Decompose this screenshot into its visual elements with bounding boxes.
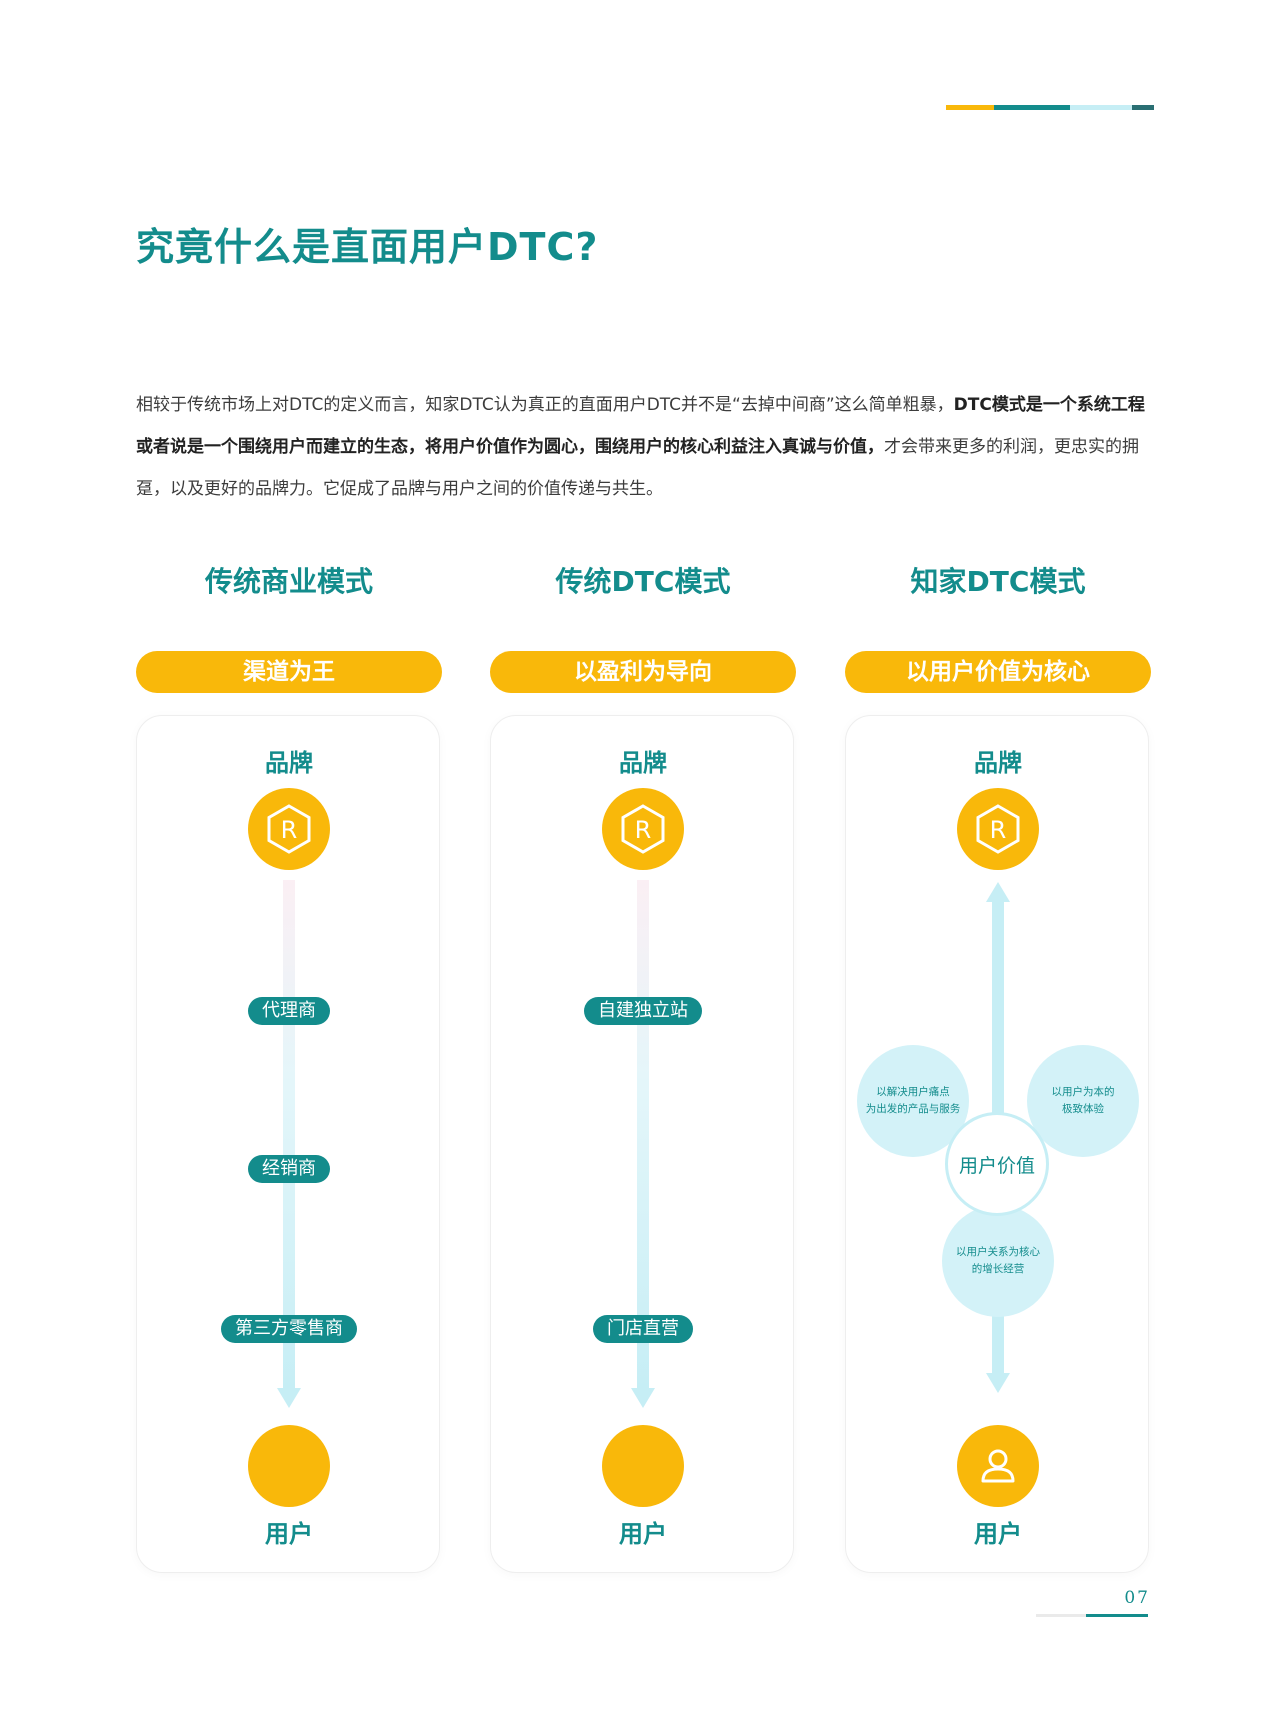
flow-step-tag: 自建独立站 xyxy=(584,997,702,1025)
flow-step-tag: 经销商 xyxy=(248,1155,330,1183)
page-number: 07 xyxy=(1124,1588,1150,1608)
column-pill: 渠道为王 xyxy=(136,651,442,693)
brand-label: 品牌 xyxy=(974,749,1022,777)
arrow-down-icon xyxy=(631,1388,655,1408)
flow-line-down xyxy=(992,1305,1004,1375)
brand-circle: R xyxy=(248,788,330,870)
intro-paragraph: 相较于传统市场上对DTC的定义而言，知家DTC认为真正的直面用户DTC并不是“去… xyxy=(136,384,1148,510)
flow-step-tag: 第三方零售商 xyxy=(221,1315,357,1343)
user-label: 用户 xyxy=(619,1520,667,1548)
column-title: 传统DTC模式 xyxy=(555,565,731,598)
user-circle xyxy=(602,1425,684,1507)
column-zhijia-dtc: 知家DTC模式 以用户价值为核心 品牌 R 以解决用户痛点 为出发的产品与服务 … xyxy=(845,550,1151,1575)
value-bubble-relationship: 以用户关系为核心 的增长经营 xyxy=(942,1205,1054,1317)
column-title: 知家DTC模式 xyxy=(910,565,1086,598)
brand-circle: R xyxy=(602,788,684,870)
user-circle xyxy=(957,1425,1039,1507)
svg-text:R: R xyxy=(990,816,1007,844)
flow-line xyxy=(637,880,649,1390)
column-title: 传统商业模式 xyxy=(204,565,373,598)
column-traditional-dtc: 传统DTC模式 以盈利为导向 品牌 R 自建独立站 门店直营 用户 xyxy=(490,550,796,1575)
flow-line xyxy=(283,880,295,1390)
registered-hexagon-icon: R xyxy=(976,804,1020,854)
svg-text:R: R xyxy=(281,816,298,844)
registered-hexagon-icon: R xyxy=(267,804,311,854)
intro-text-2: 才会带来更多的利润，更忠实的拥趸，以及更好的品牌力。它促成了品牌与用户之间的价值… xyxy=(136,437,1139,499)
page-title: 究竟什么是直面用户DTC? xyxy=(136,225,599,269)
intro-text-bold: DTC模式是一个系统工程或者说是一个围绕用户而建立的生态，将用户价值作为圆心，围… xyxy=(136,395,1145,457)
brand-label: 品牌 xyxy=(619,749,667,777)
brand-label: 品牌 xyxy=(265,749,313,777)
top-accent-bar xyxy=(946,105,1154,110)
user-label: 用户 xyxy=(974,1520,1022,1548)
intro-text-1: 相较于传统市场上对DTC的定义而言，知家DTC认为真正的直面用户DTC并不是“去… xyxy=(136,395,954,415)
column-pill: 以盈利为导向 xyxy=(490,651,796,693)
registered-hexagon-icon: R xyxy=(621,804,665,854)
brand-circle: R xyxy=(957,788,1039,870)
column-traditional-business: 传统商业模式 渠道为王 品牌 R 代理商 经销商 第三方零售商 用户 xyxy=(136,550,442,1575)
svg-text:R: R xyxy=(635,816,652,844)
flow-step-tag: 门店直营 xyxy=(593,1315,693,1343)
user-circle xyxy=(248,1425,330,1507)
column-pill: 以用户价值为核心 xyxy=(845,651,1151,693)
user-icon xyxy=(981,1449,1015,1483)
arrow-up-icon xyxy=(986,882,1010,902)
flow-line-up xyxy=(992,900,1004,1120)
arrow-down-icon xyxy=(277,1388,301,1408)
flow-step-tag: 代理商 xyxy=(248,997,330,1025)
user-label: 用户 xyxy=(265,1520,313,1548)
arrow-down-icon xyxy=(986,1373,1010,1393)
footer-line xyxy=(1036,1614,1148,1617)
value-bubble-experience: 以用户为本的 极致体验 xyxy=(1027,1045,1139,1157)
user-value-center: 用户价值 xyxy=(945,1112,1049,1216)
